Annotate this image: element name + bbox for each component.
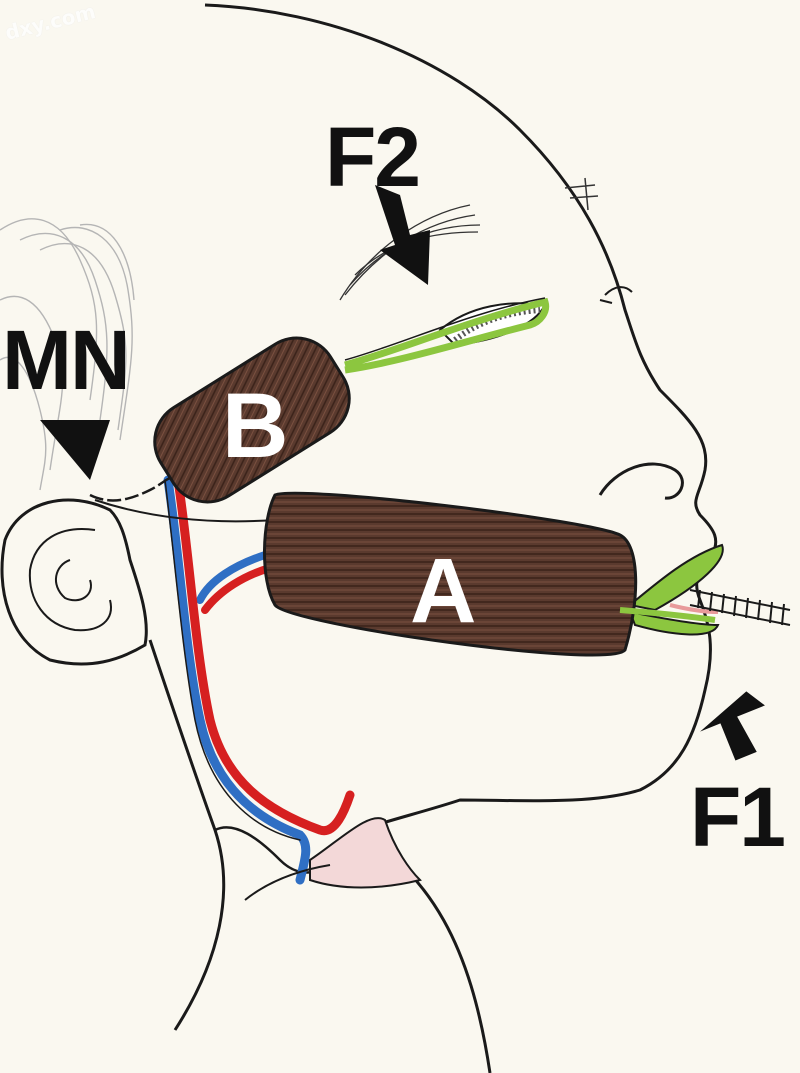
- far-eye: [599, 286, 633, 304]
- neck-incision: [309, 817, 422, 889]
- nose-icon: [598, 462, 684, 500]
- artery: [173, 475, 355, 836]
- sling-b: [344, 297, 550, 374]
- label-f1: F1: [690, 770, 786, 864]
- ear-icon: [0, 498, 148, 666]
- far-eyebrow: [564, 177, 599, 211]
- sling-b-outline: [344, 297, 546, 361]
- vessel-outline: [164, 479, 301, 841]
- muscle-a: [263, 491, 638, 657]
- hair: [0, 218, 135, 491]
- label-mn: MN: [2, 313, 131, 407]
- muscle-b: [153, 336, 351, 504]
- mouth: [627, 543, 724, 636]
- motor-nerve-lower: [94, 499, 276, 523]
- label-muscle-b: B: [222, 375, 289, 477]
- blood-vessels: [163, 475, 355, 885]
- vein-branch: [196, 551, 269, 604]
- label-f2: F2: [325, 110, 421, 204]
- neck-line: [244, 864, 331, 901]
- arrow-icon: [375, 185, 430, 285]
- neck-back: [148, 639, 226, 1031]
- vein: [163, 475, 311, 885]
- sling-a: [619, 607, 716, 623]
- arrow-icon-mn: [40, 420, 110, 480]
- artery-branch: [201, 564, 274, 614]
- spring-instrument: [689, 589, 791, 626]
- head-outline: [204, 3, 718, 832]
- arrow-icon-f1: [700, 691, 765, 761]
- label-muscle-a: A: [410, 540, 477, 642]
- motor-nerve: [89, 476, 171, 502]
